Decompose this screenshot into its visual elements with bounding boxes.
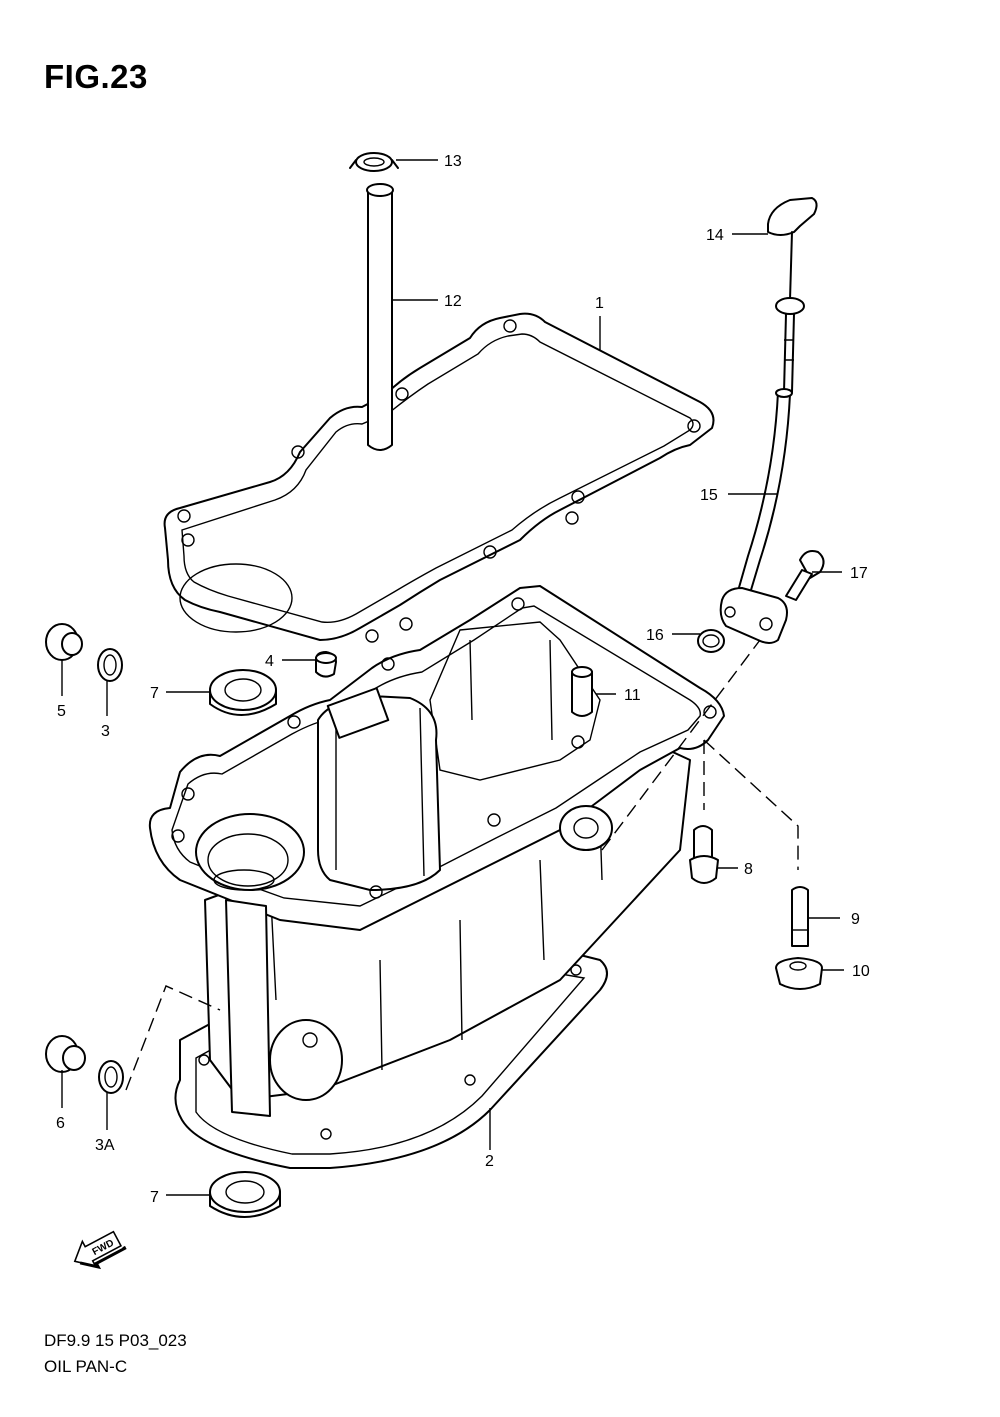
callout-12: 12 (444, 293, 462, 310)
figure-title: FIG.23 (44, 58, 148, 95)
callout-16: 16 (646, 627, 664, 644)
part-15-oil-level-gauge-guide (719, 388, 793, 644)
callout-2: 2 (485, 1153, 494, 1170)
figure-model-code: DF9.9 15 P03_023 (44, 1331, 187, 1350)
part-7-oil-seal-upper (209, 669, 277, 716)
callout-10: 10 (852, 963, 870, 980)
callout-3a: 3A (95, 1137, 115, 1154)
callout-14: 14 (706, 227, 724, 244)
part-8-bolt (689, 825, 719, 884)
part-14-dipstick (767, 197, 818, 393)
figure-name: OIL PAN-C (44, 1357, 128, 1376)
callout-7-upper: 7 (150, 685, 159, 702)
part-10-nut (775, 957, 823, 990)
leader-lines (61, 159, 844, 1196)
part-3-gasket (97, 648, 123, 682)
callout-15: 15 (700, 487, 718, 504)
callout-5: 5 (57, 703, 66, 720)
part-1-gasket (163, 312, 715, 643)
part-4-plug (315, 651, 337, 678)
part-5-drain-plug (45, 623, 83, 661)
part-13-clamp (349, 152, 399, 172)
callout-8: 8 (744, 861, 753, 878)
callout-3: 3 (101, 723, 110, 740)
part-7-oil-seal-lower (209, 1171, 281, 1218)
part-17-bolt (785, 550, 825, 601)
part-9-stud (791, 886, 809, 947)
callout-4: 4 (265, 653, 274, 670)
reference-lines (125, 639, 799, 1091)
callout-1: 1 (595, 295, 604, 312)
callout-17: 17 (850, 565, 868, 582)
part-6-drain-plug (45, 1035, 86, 1073)
callout-13: 13 (444, 153, 462, 170)
callout-9: 9 (851, 911, 860, 928)
part-11-dowel-pin (571, 666, 593, 717)
callout-11: 11 (624, 687, 641, 704)
callout-labels: 13 12 1 14 15 17 16 4 7 11 5 3 8 9 10 6 … (56, 153, 870, 1206)
forward-direction-arrow-icon: FWD (73, 1230, 127, 1270)
callout-7-lower: 7 (150, 1189, 159, 1206)
part-16-o-ring (697, 629, 725, 653)
part-3a-gasket (98, 1060, 124, 1094)
part-12-tube (366, 183, 394, 451)
callout-6: 6 (56, 1115, 65, 1132)
